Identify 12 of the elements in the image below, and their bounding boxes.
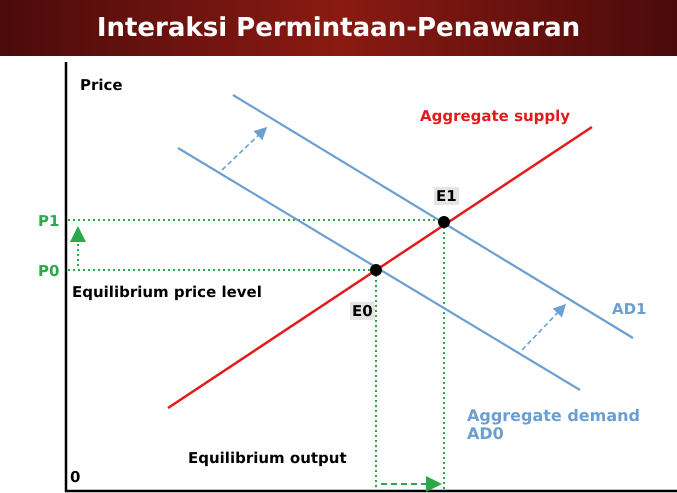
axis-label: Price <box>80 76 123 94</box>
title-banner: Interaksi Permintaan-Penawaran <box>0 0 677 56</box>
curve-label: Aggregate supply <box>420 107 570 125</box>
tick-label: P1 <box>38 212 60 230</box>
tick-label: P0 <box>38 262 60 280</box>
axis-label: Equilibrium output <box>188 449 347 467</box>
point-label: E0 <box>350 302 375 320</box>
curve-label: Aggregate demand AD0 <box>467 407 641 443</box>
axis-label: Equilibrium price level <box>72 283 262 301</box>
point-label: E1 <box>434 187 459 205</box>
origin-label: 0 <box>70 468 80 486</box>
curve-label: AD1 <box>612 300 646 318</box>
